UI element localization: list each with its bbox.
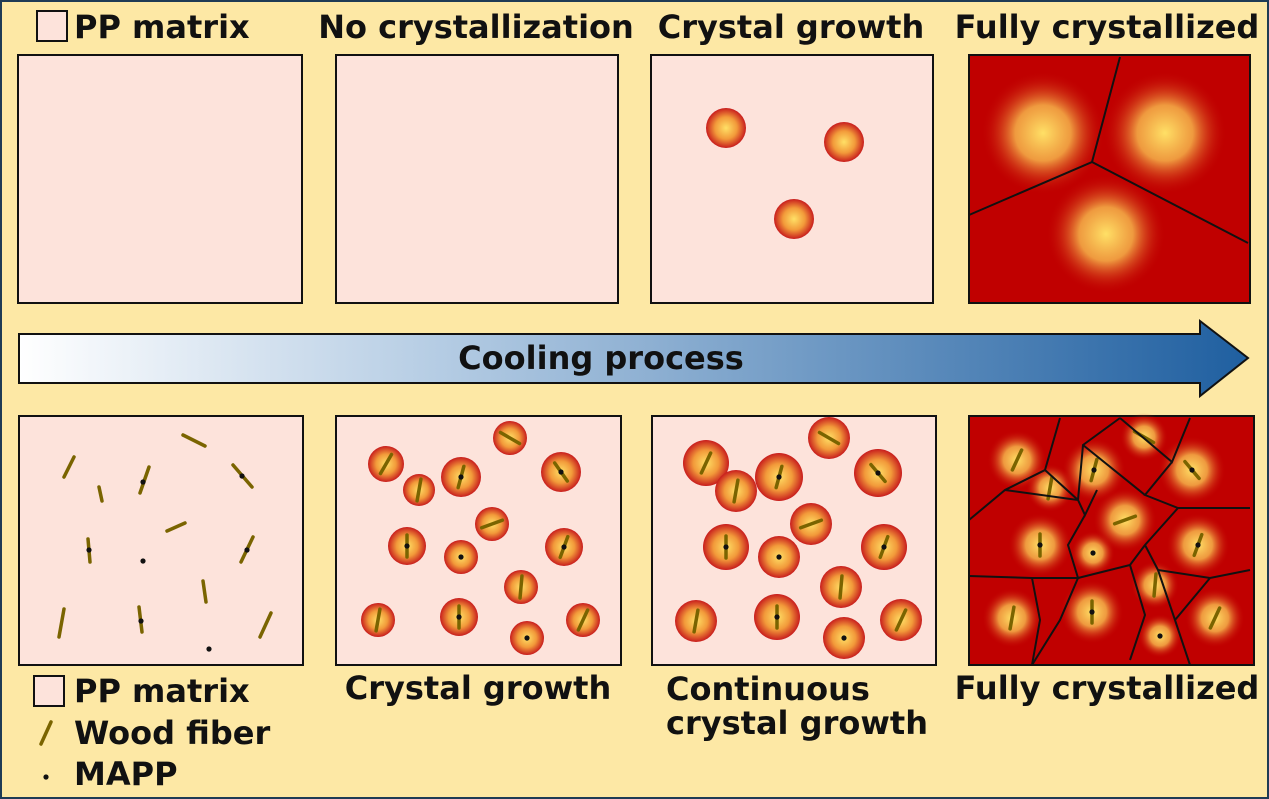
wood-fiber	[201, 579, 208, 604]
wood-fiber	[498, 430, 522, 446]
mapp-dot	[875, 470, 881, 476]
mapp-dot	[1195, 542, 1201, 548]
bottom-title-continuous-line1: Continuous	[666, 670, 870, 708]
wood-fiber	[1152, 572, 1158, 598]
top-title-no-crystallization: No crystallization	[318, 8, 634, 46]
wood-fiber	[479, 518, 505, 530]
spherulite	[1103, 71, 1227, 195]
wood-fiber	[258, 611, 273, 639]
wood-fiber	[838, 574, 844, 600]
wood-fiber	[518, 574, 524, 600]
wood-fiber	[57, 607, 66, 639]
wood-fiber	[415, 477, 423, 503]
legend-pp-matrix-label: PP matrix	[74, 672, 250, 710]
mapp-dot	[458, 554, 464, 560]
mapp-dot	[458, 474, 464, 480]
mapp-dot	[841, 635, 847, 641]
cooling-process-label: Cooling process	[458, 339, 744, 377]
spherulite	[1046, 174, 1166, 294]
mapp-dot	[206, 646, 212, 652]
mapp-dot	[1157, 633, 1163, 639]
wood-fiber	[97, 485, 104, 503]
top-panel-no-crystallization	[335, 54, 619, 304]
mapp-dot	[723, 544, 729, 550]
top-panel-crystal-growth	[650, 54, 934, 304]
mapp-dot	[1091, 467, 1097, 473]
wood-fiber	[732, 478, 740, 504]
mapp-dot	[244, 547, 250, 553]
mapp-dot	[776, 474, 782, 480]
mapp-dot	[558, 469, 564, 475]
top-legend: PP matrix	[36, 8, 250, 46]
bottom-panel-continuous-growth	[651, 415, 937, 666]
wood-fiber	[692, 608, 700, 634]
mapp-dot	[881, 544, 887, 550]
crystal-nucleus	[706, 108, 746, 148]
wood-fiber	[576, 608, 590, 632]
mapp-dot	[239, 473, 245, 479]
wood-fiber	[181, 433, 207, 448]
mapp-dot	[1189, 467, 1195, 473]
mapp-dot	[140, 479, 146, 485]
wood-fiber	[62, 455, 76, 479]
legend-mapp-label: MAPP	[74, 755, 178, 793]
mapp-dot	[1090, 550, 1096, 556]
wood-fiber	[1010, 448, 1024, 472]
mapp-dot-group	[86, 473, 250, 652]
mapp-dot	[1037, 542, 1043, 548]
mapp-dot	[138, 618, 144, 624]
bottom-title-crystal-growth: Crystal growth	[345, 669, 611, 707]
top-panel-fully-crystallized	[968, 54, 1251, 304]
mapp-dot	[774, 614, 780, 620]
mapp-dot	[86, 547, 92, 553]
wood-fiber-legend-icon	[39, 720, 53, 746]
bottom-panel-pp-with-fibers	[18, 415, 304, 666]
crystal-nucleus	[774, 199, 814, 239]
grain-boundary	[968, 417, 1251, 666]
top-panel-pp-matrix	[17, 54, 303, 304]
top-legend-pp-matrix-label: PP matrix	[74, 8, 250, 46]
cooling-arrow: Cooling process	[18, 318, 1250, 399]
mapp-dot	[404, 543, 410, 549]
top-title-crystal-growth: Crystal growth	[658, 8, 924, 46]
mapp-dot	[456, 614, 462, 620]
bottom-title-fully-crystallized: Fully crystallized	[955, 669, 1260, 707]
mapp-dot	[1089, 609, 1095, 615]
bottom-title-continuous-line2: crystal growth	[666, 704, 928, 742]
wood-fiber	[165, 521, 187, 533]
mapp-dot	[561, 544, 567, 550]
legend-wood-fiber-label: Wood fiber	[74, 714, 271, 752]
mapp-dot	[140, 558, 146, 564]
wood-fiber	[798, 518, 824, 530]
wood-fiber	[374, 607, 382, 633]
crystal-nucleus	[824, 122, 864, 162]
mapp-legend-icon	[43, 774, 49, 780]
bottom-panel-crystal-growth	[335, 415, 622, 666]
spherulite	[981, 71, 1105, 195]
wood-fiber	[699, 451, 713, 475]
wood-fiber	[894, 608, 908, 632]
bottom-panel-fully-crystallized	[968, 413, 1255, 666]
wood-fiber	[817, 430, 841, 446]
top-title-fully-crystallized: Fully crystallized	[955, 8, 1260, 46]
wood-fiber	[1008, 605, 1016, 631]
mapp-dot	[524, 635, 530, 641]
bottom-legend: PP matrix Wood fiber MAPP	[33, 672, 271, 793]
grain-boundary	[968, 56, 1249, 244]
pp-matrix-swatch-icon	[36, 10, 68, 42]
mapp-dot	[776, 554, 782, 560]
wood-fiber	[1208, 606, 1222, 630]
pp-matrix-swatch-icon	[33, 675, 65, 707]
wood-fiber	[1112, 514, 1138, 526]
wood-fiber	[378, 452, 394, 476]
